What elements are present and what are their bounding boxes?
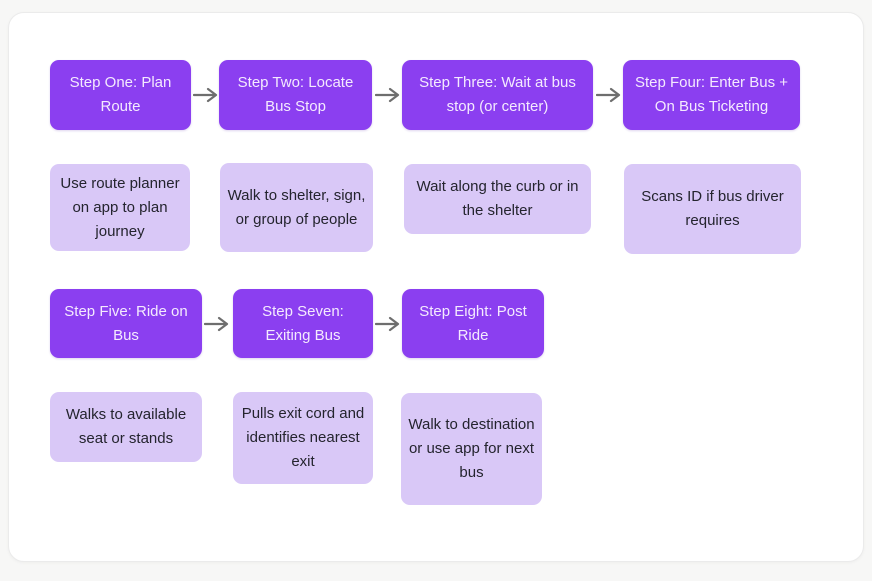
arrow-right-icon bbox=[193, 87, 219, 103]
flow-node-label: Walk to shelter, sign, or group of peopl… bbox=[227, 186, 366, 228]
flow-node-detail-wait[interactable]: Wait along the curb or in the shelter bbox=[404, 164, 591, 234]
arrow-right-icon bbox=[375, 87, 401, 103]
flow-node-detail-destination[interactable]: Walk to destination or use app for next … bbox=[401, 393, 542, 505]
flow-node-step-four[interactable]: Step Four: Enter Bus + On Bus Ticketing bbox=[623, 60, 800, 130]
flow-node-label: Step Two: Locate Bus Stop bbox=[237, 74, 354, 115]
flow-node-label: Step Four: Enter Bus + On Bus Ticketing bbox=[635, 74, 788, 115]
flow-node-label: Step One: Plan Route bbox=[69, 74, 172, 115]
flow-node-step-seven[interactable]: Step Seven: Exiting Bus bbox=[233, 289, 373, 358]
flow-node-label: Step Five: Ride on Bus bbox=[64, 302, 188, 344]
flow-node-label: Step Eight: Post Ride bbox=[419, 302, 527, 344]
arrow-right-icon bbox=[375, 316, 401, 332]
flow-node-step-two[interactable]: Step Two: Locate Bus Stop bbox=[219, 60, 372, 130]
flow-node-step-five[interactable]: Step Five: Ride on Bus bbox=[50, 289, 202, 358]
flow-node-detail-seat[interactable]: Walks to available seat or stands bbox=[50, 392, 202, 462]
flow-node-label: Scans ID if bus driver requires bbox=[641, 188, 784, 229]
flow-node-step-one[interactable]: Step One: Plan Route bbox=[50, 60, 191, 130]
flow-node-label: Step Seven: Exiting Bus bbox=[262, 302, 344, 344]
flow-node-step-three[interactable]: Step Three: Wait at bus stop (or center) bbox=[402, 60, 593, 130]
flow-node-label: Pulls exit cord and identifies nearest e… bbox=[241, 405, 365, 470]
flow-node-detail-ticketing[interactable]: Scans ID if bus driver requires bbox=[624, 164, 801, 254]
flow-node-label: Walks to available seat or stands bbox=[65, 406, 187, 447]
flow-node-label: Wait along the curb or in the shelter bbox=[416, 178, 579, 219]
flow-node-detail-exit-cord[interactable]: Pulls exit cord and identifies nearest e… bbox=[233, 392, 373, 484]
arrow-right-icon bbox=[596, 87, 622, 103]
flow-node-step-eight[interactable]: Step Eight: Post Ride bbox=[402, 289, 544, 358]
flow-node-detail-locate[interactable]: Walk to shelter, sign, or group of peopl… bbox=[220, 163, 373, 252]
arrow-right-icon bbox=[204, 316, 230, 332]
flow-node-detail-plan[interactable]: Use route planner on app to plan journey bbox=[50, 164, 190, 251]
flow-node-label: Use route planner on app to plan journey bbox=[60, 174, 180, 240]
flow-node-label: Walk to destination or use app for next … bbox=[408, 416, 535, 481]
diagram-canvas: Step One: Plan Route Step Two: Locate Bu… bbox=[8, 12, 864, 562]
flow-node-label: Step Three: Wait at bus stop (or center) bbox=[419, 74, 576, 115]
